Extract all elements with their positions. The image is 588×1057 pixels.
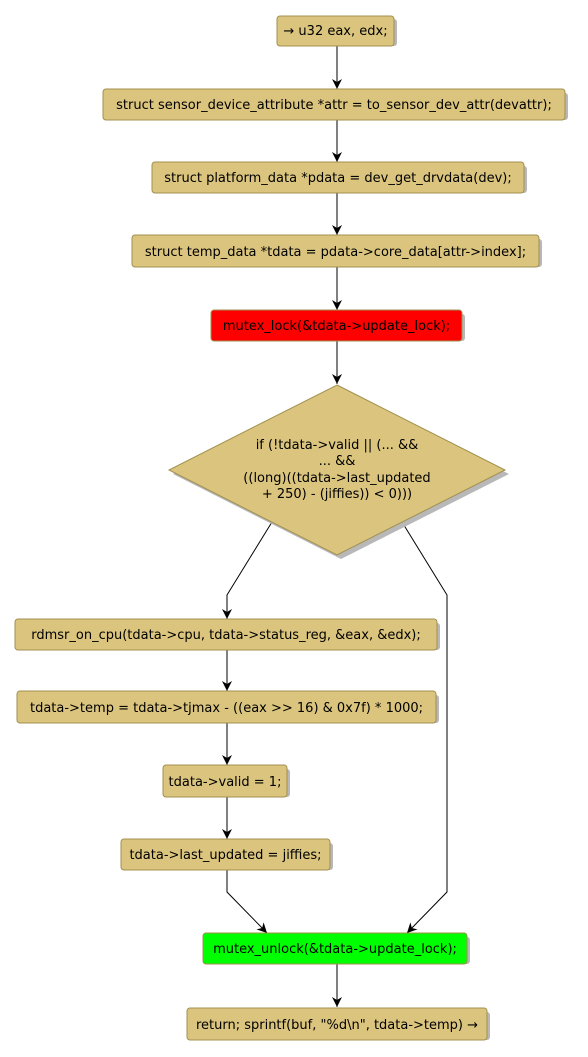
node-rdmsr: rdmsr_on_cpu(tdata->cpu, tdata->status_r… [14, 618, 440, 651]
node-last: tdata->last_updated = jiffies; [120, 838, 333, 871]
edge-last-unlock [226, 870, 268, 934]
node-tdata-label: struct temp_data *tdata = pdata->core_da… [145, 245, 526, 260]
decision-line-3: ((long)((tdata->last_updated [243, 471, 430, 486]
node-return-label: return; sprintf(buf, "%d\n", tdata->temp… [196, 1018, 478, 1033]
node-unlock-label: mutex_unlock(&tdata->update_lock); [213, 942, 457, 957]
node-start-label: → u32 eax, edx; [283, 24, 387, 39]
node-start: → u32 eax, edx; [276, 15, 397, 47]
node-decision: if (!tdata->valid || (... && ... && ((lo… [167, 384, 509, 559]
node-lock: mutex_lock(&tdata->update_lock); [210, 309, 465, 342]
node-valid-label: tdata->valid = 1; [169, 775, 282, 790]
node-tdata: struct temp_data *tdata = pdata->core_da… [131, 234, 542, 268]
decision-line-1: if (!tdata->valid || (... && [256, 438, 419, 453]
decision-line-4: + 250) - (jiffies)) < 0))) [262, 487, 412, 502]
edge-decision-unlock [401, 521, 448, 934]
decision-line-2: ... && [319, 454, 356, 469]
node-return: return; sprintf(buf, "%d\n", tdata->temp… [186, 1007, 490, 1041]
node-unlock: mutex_unlock(&tdata->update_lock); [202, 932, 470, 965]
node-last-label: tdata->last_updated = jiffies; [129, 848, 321, 863]
node-temp-label: tdata->temp = tdata->tjmax - ((eax >> 16… [30, 701, 423, 716]
node-temp: tdata->temp = tdata->tjmax - ((eax >> 16… [16, 690, 439, 724]
node-rdmsr-label: rdmsr_on_cpu(tdata->cpu, tdata->status_r… [31, 628, 421, 643]
node-valid: tdata->valid = 1; [162, 764, 290, 798]
node-lock-label: mutex_lock(&tdata->update_lock); [223, 319, 450, 334]
edges [222, 46, 448, 1007]
node-pdata-label: struct platform_data *pdata = dev_get_dr… [164, 171, 512, 186]
node-attr: struct sensor_device_attribute *attr = t… [102, 88, 568, 121]
node-pdata: struct platform_data *pdata = dev_get_dr… [151, 161, 527, 194]
edge-decision-rdmsr [222, 521, 273, 619]
node-attr-label: struct sensor_device_attribute *attr = t… [116, 98, 552, 113]
